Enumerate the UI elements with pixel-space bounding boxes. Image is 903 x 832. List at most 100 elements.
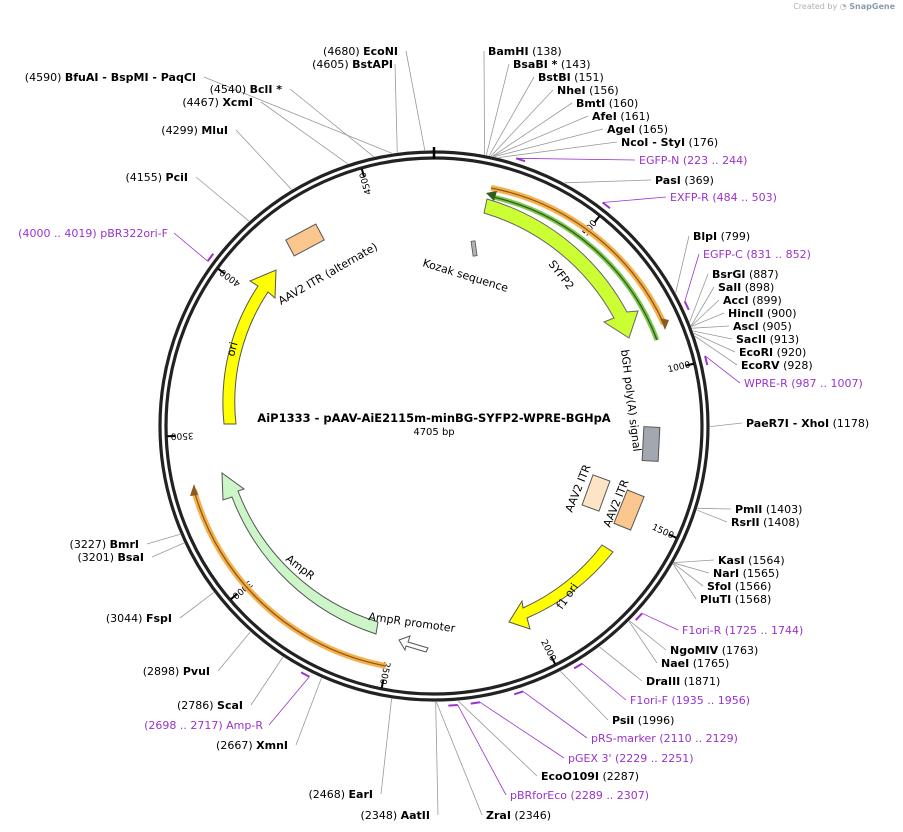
site-leader-line (492, 102, 573, 157)
primer-label-pRS-marker[interactable]: pRS-marker (2110 .. 2129) (591, 732, 738, 745)
site-leader-line (498, 141, 618, 158)
site-label-PaeR7I[interactable]: PaeR7I - XhoI (1178) (746, 417, 869, 430)
tick-mark (360, 168, 365, 177)
site-label-BmtI[interactable]: BmtI (160) (576, 97, 638, 110)
primer-label-EGFP-N[interactable]: EGFP-N (223 .. 244) (639, 154, 747, 167)
feature-AAV2ITRalt-box[interactable] (285, 223, 325, 257)
site-label-RsrII[interactable]: RsrII (1408) (731, 516, 800, 529)
feature-bGH-box[interactable] (641, 426, 661, 462)
site-label-NgoMIV[interactable]: NgoMIV (1763) (670, 644, 758, 657)
site-label-DraIII[interactable]: DraIII (1871) (646, 675, 720, 688)
site-label-SacII[interactable]: SacII (913) (736, 333, 799, 346)
site-label-KasI[interactable]: KasI (1564) (718, 554, 785, 567)
site-label-BlpI[interactable]: BlpI (799) (693, 230, 750, 243)
primer-label-F1ori-R[interactable]: F1ori-R (1725 .. 1744) (682, 624, 803, 637)
site-label-AatII[interactable]: (2348) AatII (361, 809, 430, 822)
site-leader-line (564, 179, 652, 184)
site-label-EcoRI[interactable]: EcoRI (920) (739, 346, 806, 359)
site-label-AgeI[interactable]: AgeI (165) (607, 123, 668, 136)
site-label-FspI[interactable]: (3044) FspI (106, 612, 172, 625)
tick-mark (230, 593, 238, 601)
tick-mark (380, 679, 385, 689)
site-label-AscI[interactable]: AscI (905) (733, 320, 792, 333)
site-label-ScaI[interactable]: (2786) ScaI (177, 699, 243, 712)
feature-Kozak-box[interactable] (470, 240, 478, 257)
primer-mark (683, 300, 690, 311)
primer-label-Amp-R[interactable]: (2698 .. 2717) Amp-R (144, 719, 263, 732)
primer-label-WPRE-R[interactable]: WPRE-R (987 .. 1007) (744, 377, 863, 390)
primer-label-pGEX3[interactable]: pGEX 3' (2229 .. 2251) (568, 752, 694, 765)
site-label-NarI[interactable]: NarI (1565) (713, 567, 779, 580)
site-leader-line (697, 507, 732, 510)
site-label-BclI[interactable]: (4540) BclI * (210, 83, 283, 96)
primer-leader-line (704, 355, 741, 384)
site-label-NcoI[interactable]: NcoI - StyI (176) (621, 136, 718, 149)
primer-leader-line (457, 704, 507, 796)
primer-leader-line (641, 612, 679, 631)
tick-label: 2000 (538, 638, 557, 663)
feature-ori-arrow[interactable] (222, 269, 277, 425)
primer-mark (470, 701, 481, 705)
primer-label-F1ori-F[interactable]: F1ori-F (1935 .. 1956) (630, 694, 750, 707)
site-label-NaeI[interactable]: NaeI (1765) (661, 657, 729, 670)
backbone-outer (158, 150, 710, 702)
site-leader-line (494, 128, 604, 158)
site-leader-line (490, 89, 554, 157)
site-label-BfuAI[interactable]: (4590) BfuAI - BspMI - PaqCI (25, 71, 196, 84)
primer-mark (206, 253, 215, 262)
feature-AAV2ITR1-box[interactable] (581, 474, 611, 512)
feature-AAV2ITR2-box[interactable] (613, 489, 645, 531)
primer-label-EGFP-C[interactable]: EGFP-C (831 .. 852) (703, 248, 811, 261)
site-label-XcmI[interactable]: (4467) XcmI (182, 96, 253, 109)
site-label-SfoI[interactable]: SfoI (1566) (707, 580, 771, 593)
site-label-XmnI[interactable]: (2667) XmnI (216, 739, 288, 752)
site-leader-line (485, 63, 510, 156)
site-leaders (146, 50, 743, 816)
site-label-BsaI[interactable]: (3201) BsaI (77, 551, 144, 564)
site-label-BsaBI[interactable]: BsaBI * (143) (513, 58, 591, 71)
site-label-PluTI[interactable]: PluTI (1568) (700, 593, 771, 606)
site-label-BstBI[interactable]: BstBI (151) (538, 71, 604, 84)
primer-label-EXFP-R[interactable]: EXFP-R (484 .. 503) (670, 191, 777, 204)
primer-label-pBR322ori-F[interactable]: (4000 .. 4019) pBR322ori-F (18, 227, 168, 240)
primer-label-pBRforEco[interactable]: pBRforEco (2289 .. 2307) (510, 789, 649, 802)
site-leader-line (151, 542, 185, 558)
site-label-HincII[interactable]: HincII (900) (728, 307, 797, 320)
site-label-MluI[interactable]: (4299) MluI (161, 124, 228, 137)
site-label-EcoRV[interactable]: EcoRV (928) (741, 359, 813, 372)
primer-leader-line (684, 253, 700, 302)
site-label-BsrGI[interactable]: BsrGI (887) (712, 268, 779, 281)
tick-label: 3500 (170, 430, 194, 441)
feature-AmpRpromoter-arrow[interactable] (398, 635, 429, 653)
site-label-PasI[interactable]: PasI (369) (655, 174, 714, 187)
tick-mark (550, 656, 556, 665)
site-label-AccI[interactable]: AccI (899) (723, 294, 782, 307)
site-label-EcoNI[interactable]: (4680) EcoNI (323, 45, 398, 58)
site-label-ZraI[interactable]: ZraI (2346) (486, 809, 551, 822)
primer-mark (513, 690, 524, 696)
site-label-SalI[interactable]: SalI (898) (718, 281, 774, 294)
site-label-PmlI[interactable]: PmlI (1403) (735, 503, 802, 516)
site-label-BamHI[interactable]: BamHI (138) (488, 45, 562, 58)
site-leader-line (436, 701, 483, 816)
feature-AmpR-arrow[interactable] (221, 471, 379, 635)
feature-SYFP2-arrow[interactable] (483, 198, 639, 339)
primer-mark (300, 671, 310, 678)
site-label-EcoO109I[interactable]: EcoO109I (2287) (541, 770, 639, 783)
site-label-PsiI[interactable]: PsiI (1996) (612, 714, 674, 727)
site-label-BmrI[interactable]: (3227) BmrI (70, 538, 139, 551)
primer-leader-line (479, 701, 565, 759)
tick-mark (593, 215, 601, 224)
feature-AmpRpromoter-label: AmpR promoter (368, 610, 457, 635)
site-label-PciI[interactable]: (4155) PciI (125, 171, 188, 184)
site-label-BstAPI[interactable]: (4605) BstAPI (312, 58, 393, 71)
feature-bGH-label: bGH poly(A) signal (618, 349, 643, 453)
site-leader-line (673, 562, 704, 587)
tick-label: 4000 (218, 266, 243, 288)
site-label-NheI[interactable]: NheI (156) (557, 84, 619, 97)
site-label-EarI[interactable]: (2468) EarI (308, 788, 373, 801)
feature-f1ori-arrow[interactable] (508, 544, 614, 630)
site-label-AfeI[interactable]: AfeI (161) (592, 110, 650, 123)
backbone-inner (164, 156, 704, 696)
site-label-PvuI[interactable]: (2898) PvuI (143, 665, 210, 678)
